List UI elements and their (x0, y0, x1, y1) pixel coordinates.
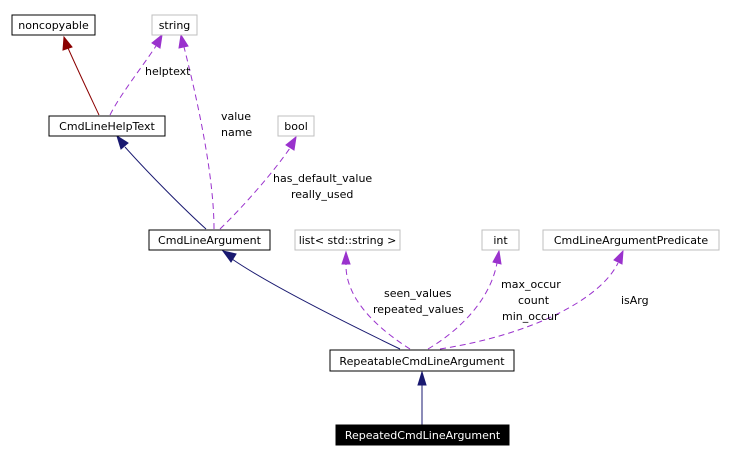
node-box (329, 349, 515, 372)
node-box (335, 424, 510, 446)
edge-label-repeated-values: repeated_values (373, 303, 464, 316)
node-label: int (493, 234, 508, 247)
edge-arrowhead-cmdlinehelptext (116, 134, 129, 150)
edge-cmdlineargument-to-cmdlinehelptext (124, 146, 207, 230)
node-box (48, 115, 166, 137)
edge-repeatable-to-list (345, 263, 411, 350)
edge-arrowhead-string-value (178, 33, 189, 49)
edge-cmdlineargument-to-bool (219, 147, 291, 230)
node-label: RepeatedCmdLineArgument (345, 429, 501, 442)
node-cmdlinehelptext[interactable]: CmdLineHelpText (48, 115, 166, 137)
node-box (11, 14, 96, 36)
node-repeatablecmdlineargument[interactable]: RepeatableCmdLineArgument (329, 349, 515, 372)
node-cmdlineargument[interactable]: CmdLineArgument (148, 229, 271, 251)
edge-arrowhead-noncopyable (62, 35, 73, 51)
node-noncopyable[interactable]: noncopyable (11, 14, 96, 36)
edge-arrowhead-list (341, 250, 351, 265)
node-box (481, 229, 520, 251)
node-label: CmdLineHelpText (59, 120, 155, 133)
edge-label-has-default-value: has_default_value (273, 172, 372, 185)
edge-arrowhead-bool (285, 135, 297, 151)
edge-arrowhead-cmdlineargument (221, 250, 237, 263)
node-label: string (159, 19, 191, 32)
edge-repeatable-to-predicate (439, 262, 619, 350)
edge-labels: helptext value name has_default_value re… (145, 65, 649, 323)
node-repeatedcmdlineargument[interactable]: RepeatedCmdLineArgument (335, 424, 510, 446)
edges (62, 33, 624, 426)
edge-label-name: name (221, 126, 252, 139)
edge-arrowhead-predicate (613, 249, 624, 265)
node-label: noncopyable (18, 19, 89, 32)
edge-label-count: count (518, 294, 550, 307)
node-box (148, 229, 271, 251)
edge-label-seen-values: seen_values (384, 287, 452, 300)
node-cmdlineargumentpredicate[interactable]: CmdLineArgumentPredicate (542, 229, 720, 251)
node-string[interactable]: string (151, 14, 198, 36)
edge-label-min-occur: min_occur (502, 310, 559, 323)
node-label: bool (284, 120, 308, 133)
edge-cmdlineargument-to-string (183, 46, 215, 230)
node-list-string[interactable]: list< std::string > (294, 229, 401, 251)
edge-label-value: value (221, 110, 251, 123)
node-label: list< std::string > (299, 234, 397, 247)
node-box (294, 229, 401, 251)
edge-repeatable-to-int (427, 262, 498, 350)
node-box (542, 229, 720, 251)
edge-label-max-occur: max_occur (501, 278, 561, 291)
edge-label-helptext: helptext (145, 65, 191, 78)
edge-label-isarg: isArg (621, 294, 649, 307)
node-box (151, 14, 198, 36)
node-box (277, 115, 315, 137)
edge-arrowhead-repeatable (417, 370, 427, 386)
node-label: CmdLineArgument (158, 234, 262, 247)
edge-cmdlinehelptext-to-string (109, 45, 157, 116)
edge-arrowhead-string-helptext (151, 33, 163, 49)
edge-label-really-used: really_used (291, 188, 353, 201)
node-bool[interactable]: bool (277, 115, 315, 137)
edge-repeatable-to-cmdlineargument (231, 258, 401, 350)
node-int[interactable]: int (481, 229, 520, 251)
edge-cmdlinehelptext-to-noncopyable (67, 47, 100, 116)
node-label: CmdLineArgumentPredicate (554, 234, 709, 247)
node-label: RepeatableCmdLineArgument (339, 355, 505, 368)
edge-arrowhead-int (492, 249, 502, 265)
